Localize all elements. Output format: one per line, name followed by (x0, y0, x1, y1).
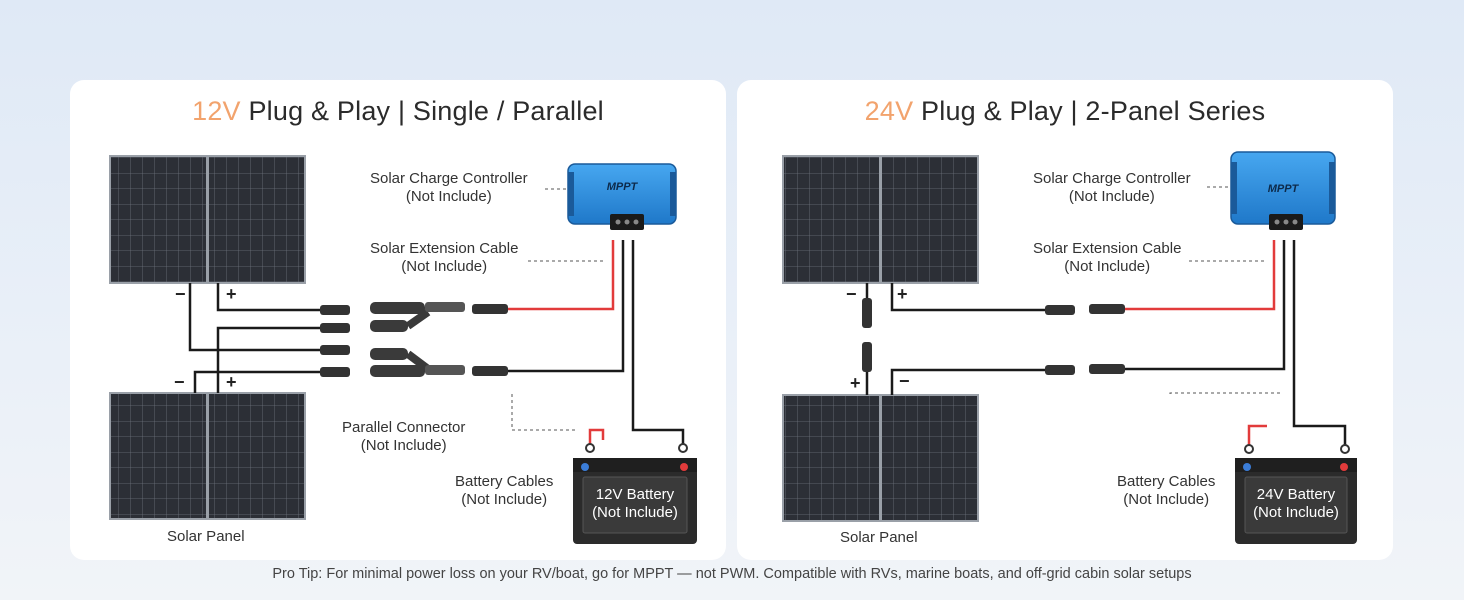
label-extension-cable: Solar Extension Cable (Not Include) (1033, 240, 1182, 275)
label-charge-controller: Solar Charge Controller (Not Include) (370, 170, 528, 205)
extension-cable-positive (508, 240, 615, 311)
panel-wires (890, 283, 1045, 395)
card-title: 12V Plug & Play | Single / Parallel (70, 96, 726, 127)
battery-label: 24V Battery (Not Include) (1253, 486, 1339, 521)
extension-cable-connectors (472, 304, 508, 376)
charge-controller: MPPT (1230, 151, 1336, 230)
label-charge-controller: Solar Charge Controller (Not Include) (1033, 170, 1191, 205)
wiring-diagram-24v: MPPT (782, 151, 1357, 544)
leader-lines (1169, 186, 1282, 394)
title-voltage: 12V (192, 96, 241, 126)
battery-cable-positive (588, 428, 605, 445)
label-battery-cables: Battery Cables (Not Include) (455, 473, 554, 508)
battery-label: 12V Battery (Not Include) (592, 486, 678, 521)
title-text: Plug & Play | 2-Panel Series (921, 96, 1266, 126)
battery-cable-negative (1292, 240, 1347, 446)
label-solar-panel: Solar Panel (840, 529, 918, 546)
minus-sign: − (175, 284, 186, 304)
series-connector (862, 283, 872, 395)
label-extension-cable: Solar Extension Cable (Not Include) (370, 240, 519, 275)
battery-cable-positive (1247, 424, 1267, 446)
minus-sign: − (899, 371, 910, 391)
plus-sign: + (226, 372, 237, 392)
label-battery-cables: Battery Cables (Not Include) (1117, 473, 1216, 508)
panel-wires (188, 283, 320, 393)
battery-24v (1235, 458, 1357, 544)
solar-panel-top (782, 155, 979, 284)
pro-tip: Pro Tip: For minimal power loss on your … (272, 566, 1192, 582)
mc4-connectors (1045, 304, 1125, 375)
title-voltage: 24V (864, 96, 914, 126)
label-parallel-connector: Parallel Connector (Not Include) (342, 419, 466, 454)
solar-panel-bottom (782, 394, 979, 522)
solar-panel-top (109, 155, 306, 284)
minus-sign: − (174, 372, 185, 392)
mppt-text: MPPT (607, 181, 639, 193)
parallel-connector (370, 302, 465, 377)
charge-controller: MPPT (567, 163, 677, 230)
extension-cable-positive (1125, 240, 1276, 311)
mc4-connectors (320, 305, 350, 377)
extension-cable-negative (508, 240, 625, 373)
solar-panel-bottom (109, 392, 306, 520)
battery-cable-negative (631, 240, 685, 445)
title-text: Plug & Play | Single / Parallel (248, 96, 604, 126)
minus-sign: − (846, 284, 857, 304)
battery-12v (573, 458, 697, 544)
wiring-diagram-12v: MPPT (109, 155, 697, 544)
plus-sign: + (850, 373, 861, 393)
plus-sign: + (897, 284, 908, 304)
label-solar-panel: Solar Panel (167, 528, 245, 545)
diagram-card-12v: 12V Plug & Play | Single / Parallel (70, 80, 726, 560)
diagram-card-24v: 24V Plug & Play | 2-Panel Series (737, 80, 1393, 560)
extension-cable-negative (1125, 240, 1286, 371)
plus-sign: + (226, 284, 237, 304)
leader-lines (511, 188, 605, 431)
mppt-text: MPPT (1268, 183, 1300, 195)
card-title: 24V Plug & Play | 2-Panel Series (737, 96, 1393, 127)
